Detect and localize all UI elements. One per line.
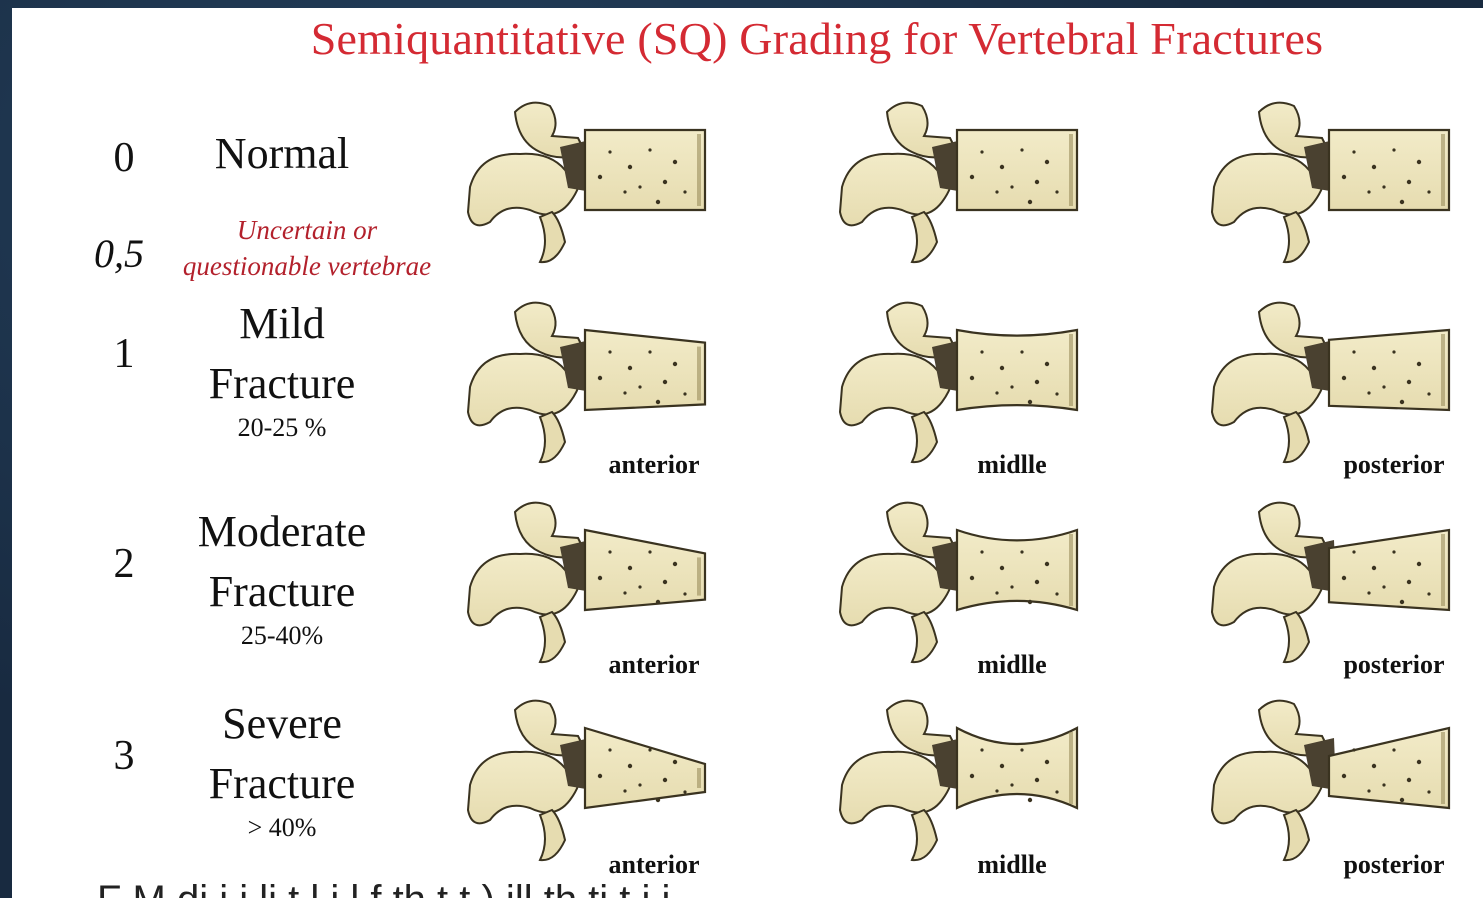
grade-1-number: 1 [94, 330, 154, 378]
grade-05-line2: questionable vertebrae [162, 248, 452, 284]
grade-05-label: Uncertain or questionable vertebrae [162, 212, 452, 284]
grade-2-label: Moderate Fracture 25-40% [152, 502, 412, 650]
grade-0-label: Normal [152, 124, 412, 184]
slide: Semiquantitative (SQ) Grading for Verteb… [12, 8, 1483, 898]
grade-2-fracture: Fracture [152, 562, 412, 622]
grade-3-number: 3 [94, 732, 154, 780]
grade-3-percent: > 40% [152, 814, 412, 842]
grade-2-percent: 25-40% [152, 622, 412, 650]
grade-05-number: 0,5 [94, 230, 144, 277]
grade-1-fracture: Fracture [152, 354, 412, 414]
grade-1-name: Mild [152, 294, 412, 354]
grade-3-fracture: Fracture [152, 754, 412, 814]
grade-2-number: 2 [94, 540, 154, 588]
grade-3-label: Severe Fracture > 40% [152, 694, 412, 842]
grade-0-name: Normal [152, 124, 412, 184]
grade-1-label: Mild Fracture 20-25 % [152, 294, 412, 442]
slide-title: Semiquantitative (SQ) Grading for Verteb… [12, 12, 1483, 65]
grade-2-name: Moderate [152, 502, 412, 562]
grade-3-name: Severe [152, 694, 412, 754]
footer-text-cut: F M di i i li t l i l f th t t ) ill th … [97, 878, 1483, 898]
grade-0-number: 0 [94, 134, 154, 182]
grade-05-line1: Uncertain or [162, 212, 452, 248]
grade-1-percent: 20-25 % [152, 414, 412, 442]
